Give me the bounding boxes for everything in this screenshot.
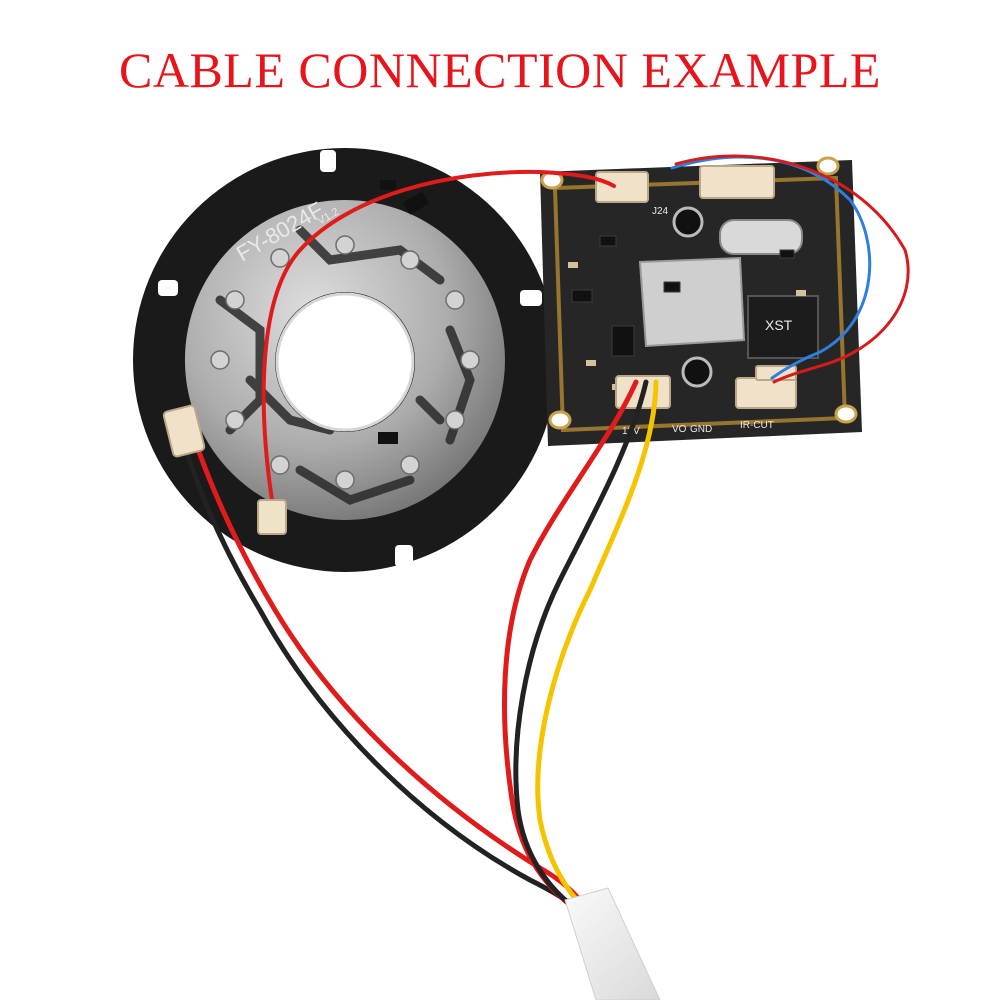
svg-text:J24: J24 — [652, 206, 669, 217]
red-jumper-wire — [261, 169, 616, 502]
red-led-wire — [189, 429, 591, 915]
led-jumper-connector — [257, 499, 287, 535]
led-board-connector — [162, 404, 206, 458]
shielding-pad — [638, 256, 746, 348]
black-led-wire — [177, 427, 583, 918]
red-ircut-wire — [674, 154, 910, 384]
led-pads — [210, 235, 480, 490]
connector-bottom-right — [735, 377, 797, 409]
wiring — [177, 154, 910, 918]
cable-jacket — [564, 887, 661, 1000]
mount-screw-bottom — [681, 356, 713, 388]
camera-main-board: XST — [540, 156, 862, 446]
svg-text:GND: GND — [690, 424, 712, 435]
lens-hole — [277, 294, 413, 430]
black-camera-wire — [513, 379, 649, 911]
connector-top-left — [595, 171, 649, 203]
image-processor-chip — [747, 295, 819, 359]
svg-text:IR-CUT: IR-CUT — [740, 420, 774, 431]
yellow-camera-wire — [535, 379, 659, 915]
svg-text:XST: XST — [765, 317, 793, 333]
connector-top-right — [699, 165, 775, 199]
mount-screw-top — [672, 206, 704, 238]
crystal-oscillator — [719, 219, 803, 255]
ir-led-ring-board: FY-8024F V1.2 — [133, 148, 557, 572]
svg-text:VO: VO — [672, 424, 687, 435]
page-title: CABLE CONNECTION EXAMPLE — [119, 42, 881, 98]
